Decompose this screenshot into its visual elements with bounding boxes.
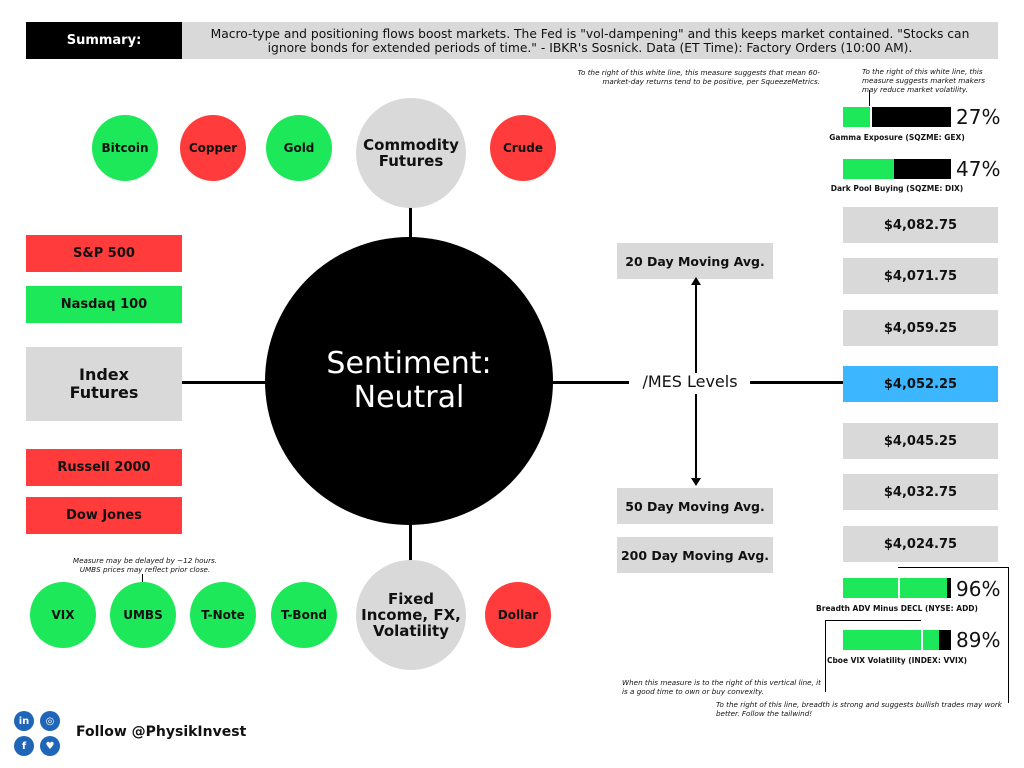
index-futures-box: Index Futures (26, 347, 182, 421)
commodity-title-line1: Commodity (363, 136, 459, 154)
mes-level-5: $4,045.25 (843, 423, 998, 459)
index-dowjones: Dow Jones (26, 497, 182, 534)
fixed-income-title-line2: Income, FX, (361, 606, 461, 624)
umbs-note-line1: Measure may be delayed by ~12 hours. (72, 556, 218, 565)
gauge-vvix-caption: Cboe VIX Volatility (INDEX: VVIX) (826, 656, 968, 665)
umbs-note-arrow (142, 574, 143, 582)
arrow-down-icon (691, 478, 701, 486)
fixed-income-title-line1: Fixed (388, 590, 434, 608)
gauge-add (843, 576, 951, 600)
mes-level-7: $4,024.75 (843, 526, 998, 562)
linkedin-icon[interactable]: in (14, 711, 34, 731)
commodity-gold: Gold (266, 115, 332, 181)
twitter-icon[interactable]: ♥ (40, 736, 60, 756)
fixed-income-title-line3: Volatility (373, 622, 449, 640)
index-nasdaq100: Nasdaq 100 (26, 286, 182, 323)
gauge-dix-caption: Dark Pool Buying (SQZME: DIX) (830, 184, 964, 193)
gauge-vvix-pct: 89% (956, 628, 1001, 652)
fi-tnote: T-Note (190, 582, 256, 648)
connector-top (409, 200, 412, 240)
sentiment-circle: Sentiment: Neutral (265, 237, 553, 525)
gauge-vvix-fill (843, 630, 940, 650)
gauge-vvix-threshold (921, 628, 923, 652)
summary-text: Macro-type and positioning flows boost m… (182, 22, 998, 59)
sentiment-value: Neutral (353, 380, 465, 415)
commodity-bitcoin: Bitcoin (92, 115, 158, 181)
facebook-icon[interactable]: f (14, 736, 34, 756)
connector-bottom (409, 523, 412, 561)
arrow-up-icon (691, 277, 701, 285)
gauge-note-top-right: To the right of this white line, this me… (862, 67, 985, 94)
commodity-crude: Crude (490, 115, 556, 181)
connector-left (182, 381, 267, 384)
instagram-icon[interactable]: ◎ (40, 711, 60, 731)
gauge-gex-caption: Gamma Exposure (SQZME: GEX) (829, 133, 965, 142)
commodity-title-line2: Futures (378, 152, 444, 170)
vvix-note-line (825, 620, 826, 692)
mes-level-1: $4,082.75 (843, 207, 998, 243)
ma-20day: 20 Day Moving Avg. (617, 243, 773, 279)
add-note-line (1008, 567, 1009, 703)
mes-levels-label: /MES Levels (642, 372, 738, 391)
gauge-gex-fill (843, 107, 873, 127)
umbs-note-line2: UMBS prices may reflect prior close. (79, 565, 211, 574)
fi-vix: VIX (30, 582, 96, 648)
follow-link[interactable]: Follow @PhysikInvest (76, 724, 247, 740)
gauge-dix-fill (843, 159, 894, 179)
arrow-down-line (695, 394, 697, 478)
mes-level-6: $4,032.75 (843, 474, 998, 510)
gauge-vvix (843, 628, 951, 652)
fixed-income-circle: Fixed Income, FX, Volatility (356, 560, 466, 670)
mes-level-current: $4,052.25 (843, 366, 998, 402)
gauge-note-pointer (869, 90, 870, 106)
summary-label: Summary: (26, 22, 182, 59)
gauge-add-caption: Breadth ADV Minus DECL (NYSE: ADD) (816, 604, 978, 613)
ma-50day: 50 Day Moving Avg. (617, 488, 773, 524)
arrow-up-line (695, 283, 697, 373)
index-title-line1: Index (79, 365, 129, 384)
gauge-note-top-left: To the right of this white line, this me… (577, 68, 820, 86)
gauge-add-pct: 96% (956, 577, 1001, 601)
gauge-dix (843, 159, 951, 179)
gauge-gex-threshold (870, 105, 872, 129)
fi-dollar: Dollar (485, 582, 551, 648)
sentiment-title: Sentiment: (326, 346, 492, 381)
gauge-gex (843, 105, 951, 129)
fi-tbond: T-Bond (271, 582, 337, 648)
mes-level-2: $4,071.75 (843, 258, 998, 294)
add-note-line-top (898, 567, 1008, 568)
ma-200day: 200 Day Moving Avg. (617, 537, 773, 573)
index-sp500: S&P 500 (26, 235, 182, 272)
connector-mes-levels (750, 381, 843, 384)
commodity-futures-circle: Commodity Futures (356, 98, 466, 208)
vvix-note-line-top (825, 620, 921, 621)
gauge-gex-pct: 27% (956, 105, 1001, 129)
umbs-note: Measure may be delayed by ~12 hours. UMB… (40, 556, 250, 574)
gauge-add-fill (843, 578, 947, 598)
gauge-dix-pct: 47% (956, 157, 1001, 181)
gauge-note-bottom-left: When this measure is to the right of thi… (622, 678, 821, 696)
fi-umbs: UMBS (110, 582, 176, 648)
connector-right (551, 381, 629, 384)
mes-level-3: $4,059.25 (843, 310, 998, 346)
index-russell2000: Russell 2000 (26, 449, 182, 486)
index-title-line2: Futures (69, 383, 139, 402)
commodity-copper: Copper (180, 115, 246, 181)
gauge-note-bottom-right: To the right of this line, breadth is st… (716, 700, 1002, 718)
gauge-add-threshold (898, 576, 900, 600)
